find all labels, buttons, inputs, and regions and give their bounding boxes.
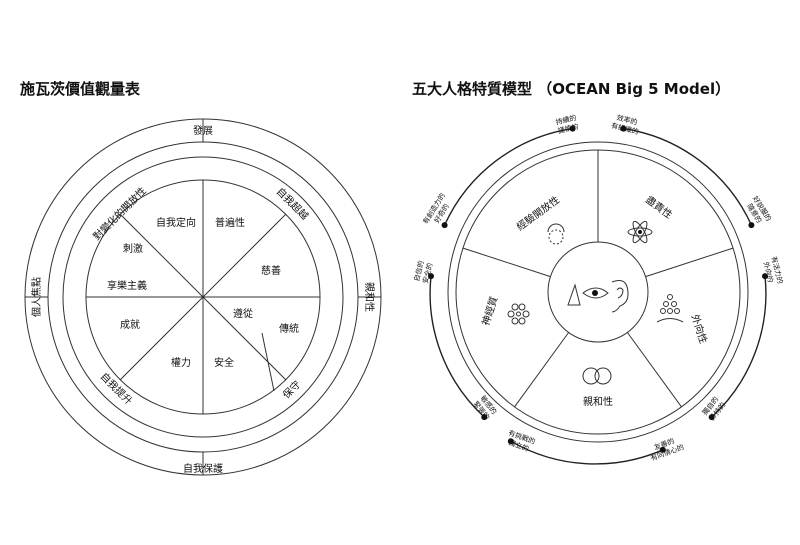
trait-openness: 經驗開放性 [514,193,562,233]
pole-conscientiousness-high: 效率的有組織的 [610,112,642,136]
outer-label-growth: 發展 [193,124,213,137]
openness-icon [547,223,565,245]
wedge-line [119,296,204,381]
pole-conscientiousness-low: 好說服的隨意的 [743,194,773,227]
wedge-line [261,332,275,392]
ocean-core-circle [547,241,649,343]
trait-conscientiousness: 盡責性 [643,193,675,221]
value-self-direction: 自我定向 [156,216,196,229]
value-security: 安全 [214,356,234,369]
wedge-line [202,296,287,381]
spoke [645,247,734,278]
schwartz-title: 施瓦茨價值觀量表 [20,80,141,98]
pole-dot [428,273,434,280]
pole-agreeableness-high: 友善的有同情心的 [646,434,685,463]
pole-text-line: 好說服的隨意的 [743,194,773,227]
pole-neuroticism-high: 敏感的緊張的 [472,394,499,422]
value-conformity: 遵從 [233,307,253,320]
pole-dot [620,125,627,132]
pole-arc-openness [443,127,573,226]
pole-text-line: 效率的有組織的 [610,112,642,136]
ocean-title: 五大人格特質模型 （OCEAN Big 5 Model） [412,80,731,98]
value-achievement: 成就 [120,318,140,331]
pole-dot [748,222,755,229]
pole-arc-neuroticism [429,276,485,418]
pole-openness-low: 持續的謹慎的 [555,113,580,136]
pole-arc-agreeableness [510,440,664,465]
middle-label-self-transcendence: 自我超越 [274,185,311,222]
atom-icon [627,220,653,244]
venn-icon [582,367,612,385]
schwartz-ring-inner-circle [62,156,344,438]
pole-dot [762,273,768,280]
pole-text-line: 有活力的外向的 [761,255,785,287]
pole-arc-extraversion [711,276,767,418]
value-universalism: 普遍性 [215,216,245,229]
schwartz-diagram: 發展 自我保護 親和性 個人焦點 自我超越 保守 自我提升 對變化的開放性 自我… [24,118,382,476]
pole-extraversion-high: 有活力的外向的 [761,255,785,287]
pole-agreeableness-low: 有挑戰的獨立的 [504,428,536,454]
value-benevolence: 慈善 [261,264,281,277]
spoke [626,332,682,408]
pole-dot [569,125,576,132]
pole-dot [481,414,488,421]
pole-openness-high: 有創造力的好奇的 [421,191,455,230]
ocean-diagram: 經驗開放性 盡責性 外向性 親和性 神經質 有創造力的好奇的 持續的謹慎的 效率… [412,112,785,465]
trait-agreeableness: 親和性 [583,395,613,408]
ocean-outer-circle [447,141,749,443]
pole-text-line: 友善的有同情心的 [646,434,685,463]
crowd-icon [656,294,684,323]
wedge-line [202,213,287,298]
trait-extraversion: 外向性 [689,313,711,346]
value-stimulation: 刺激 [123,242,143,255]
outer-label-personal-focus: 個人焦點 [30,277,43,317]
pole-text-line: 有挑戰的獨立的 [504,428,536,454]
outer-label-self-protection: 自我保護 [183,462,223,475]
spoke [462,247,551,278]
pole-dot [708,414,715,421]
pole-arc-conscientiousness [623,127,753,226]
value-tradition: 傳統 [279,322,299,335]
pole-text-line: 有創造力的好奇的 [421,191,455,230]
trait-neuroticism: 神經質 [479,295,501,328]
pole-text-line: 獨自的矜持的 [700,395,727,423]
pole-dot [507,438,514,445]
pole-dot [659,446,666,453]
outer-label-social-focus: 親和性 [363,282,376,312]
pole-extraversion-low: 獨自的矜持的 [700,395,727,423]
spoke [514,332,570,408]
anxiety-icon [507,303,530,325]
pole-text-line: 敏感的緊張的 [472,394,499,422]
wedge-line [119,213,204,298]
value-power: 權力 [171,356,191,369]
pole-dot [441,222,448,229]
value-hedonism: 享樂主義 [107,279,147,292]
senses-icon [567,280,629,313]
pole-text-line: 持續的謹慎的 [555,113,580,136]
